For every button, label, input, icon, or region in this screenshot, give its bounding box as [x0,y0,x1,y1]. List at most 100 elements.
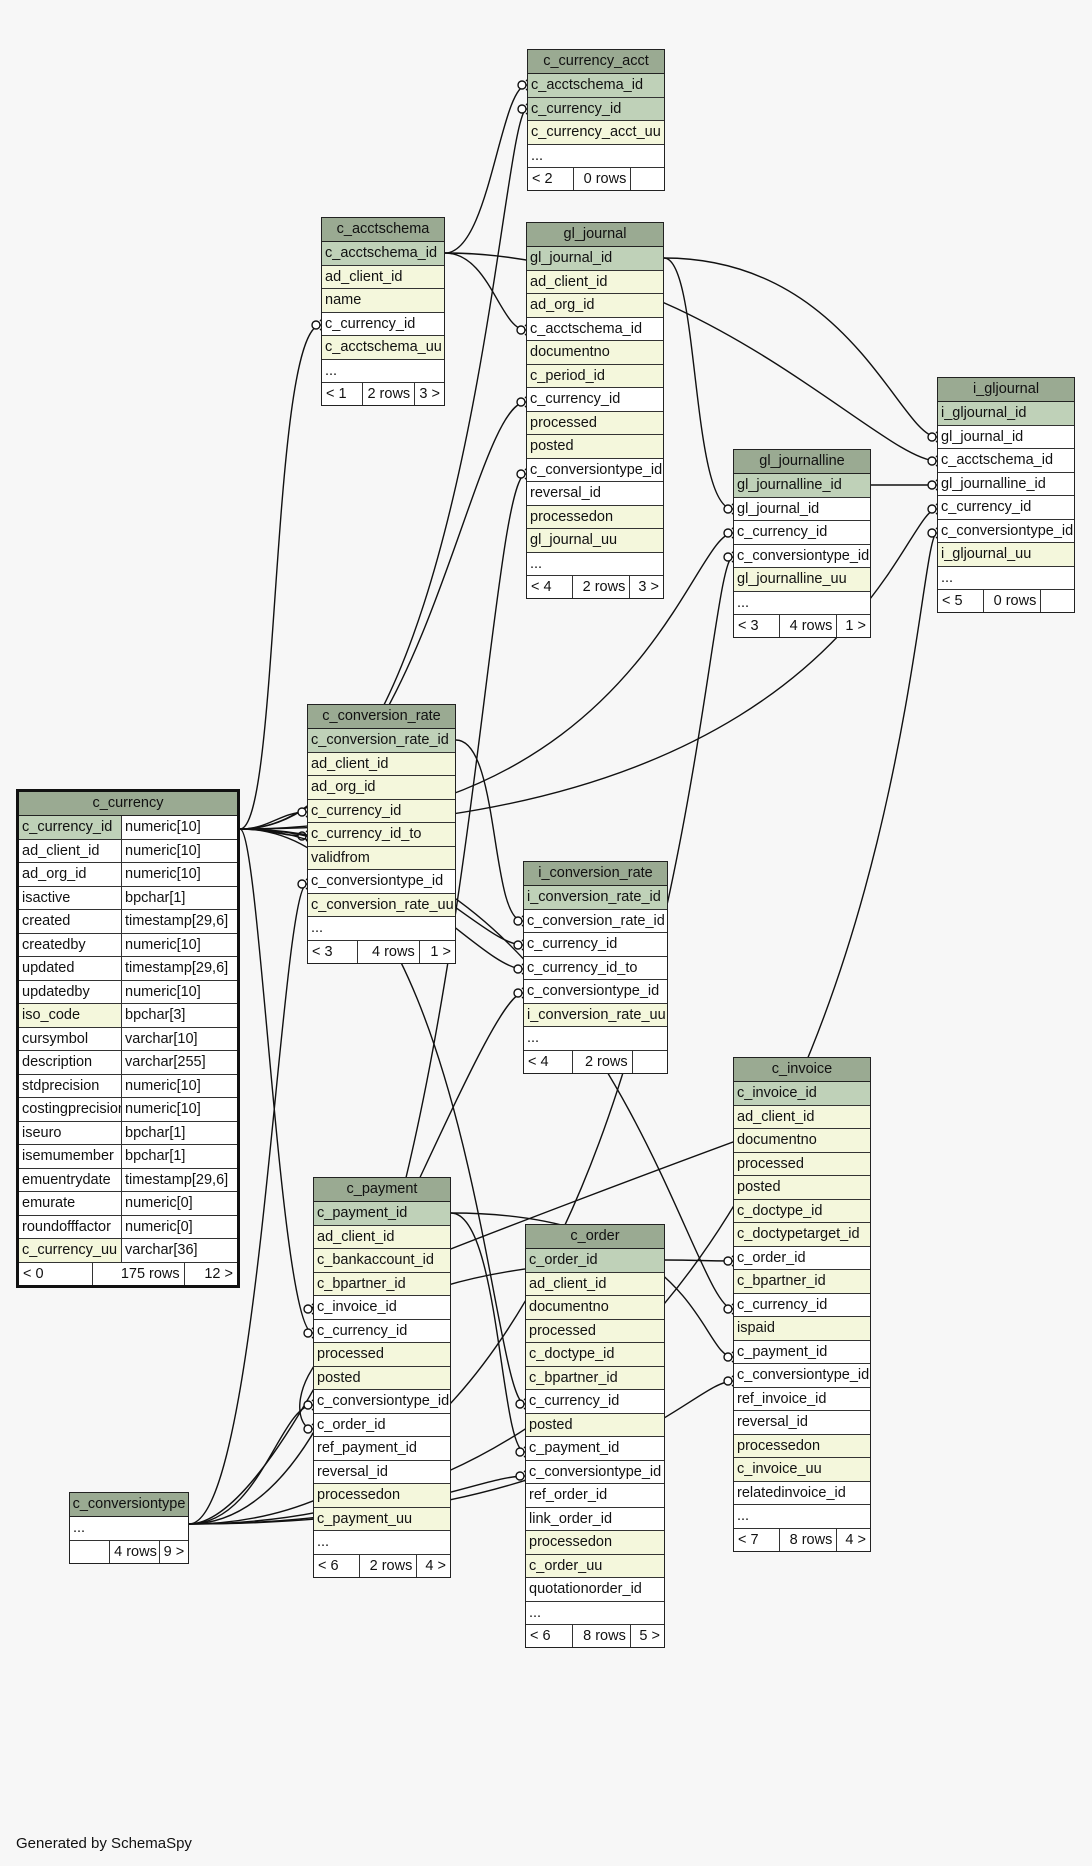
column-name: reversal_id [530,485,601,501]
row-count[interactable]: 8 rows [573,1625,631,1647]
parents-count[interactable]: < 0 [19,1262,94,1285]
children-count[interactable] [631,168,664,190]
parents-count[interactable]: < 2 [528,168,575,190]
row-count[interactable]: 2 rows [573,576,631,598]
column-name: ... [530,555,543,572]
column-c-invoice-id: c_invoice_id [734,1082,870,1106]
column-name: c_currency_id [311,802,402,819]
column-name: c_order_id [737,1249,806,1266]
column-type: varchar[36] [121,1239,237,1262]
parents-count[interactable]: < 1 [322,383,364,405]
column-type: numeric[0] [121,1192,237,1215]
table-title: c_invoice [734,1058,870,1082]
column-c-conversiontype-id: c_conversiontype_id [308,870,455,894]
parents-count[interactable]: < 3 [308,940,358,963]
parents-count[interactable] [70,1540,111,1563]
relationship-line [239,324,322,830]
column-name: c_currency_id [737,1296,828,1313]
parents-count[interactable]: < 7 [734,1528,781,1551]
children-count[interactable]: 3 > [419,386,440,402]
children-count[interactable]: 3 > [638,579,659,595]
column-name: link_order_id [529,1510,613,1527]
row-count[interactable]: 0 rows [984,590,1042,612]
children-count[interactable]: 4 > [425,1557,446,1574]
column-c-doctype-id: c_doctype_id [734,1199,870,1223]
row-count[interactable]: 2 rows [360,1554,418,1577]
column-ref-payment-id: ref_payment_id [314,1437,450,1461]
parents-count[interactable]: < 6 [526,1625,573,1647]
row-count[interactable]: 0 rows [574,168,632,190]
column-name: c_conversiontype_id [311,873,444,889]
column-c-doctypetarget-id: c_doctypetarget_id [734,1223,870,1247]
column-name: c_order_id [317,1416,386,1433]
column-name: c_conversiontype_id [737,1367,870,1383]
column-validfrom: validfrom [308,846,455,870]
column-c-currency-id: c_currency_id [526,1390,664,1414]
row-count[interactable]: 2 rows [363,383,415,405]
children-count[interactable] [1041,590,1074,612]
parents-count[interactable]: < 4 [524,1050,573,1073]
column-c-currency-id: c_currency_id [524,933,667,957]
children-count[interactable]: 1 > [845,618,866,634]
column-ispaid: ispaid [734,1317,870,1341]
row-count[interactable]: 175 rows [93,1262,185,1285]
children-count[interactable] [633,1051,667,1073]
column-name: c_invoice_id [317,1299,397,1315]
children-count[interactable]: 4 > [845,1531,866,1548]
column-name: gl_journal_id [530,250,613,266]
generated-by-label: Generated by SchemaSpy [16,1835,192,1852]
column-gl-journal-id: gl_journal_id [938,425,1074,449]
column-c-payment-uu: c_payment_uu [314,1507,450,1531]
optional-marker [723,528,733,538]
optional-marker [723,1352,733,1362]
column-name: c_currency_acct_uu [531,124,661,140]
column-name: c_conversiontype_id [529,1463,662,1480]
column-name: ad_client_id [325,268,403,285]
column-c-conversion-rate-id: c_conversion_rate_id [524,909,667,933]
optional-marker [311,320,321,330]
parents-count[interactable]: < 5 [938,590,985,612]
children-count[interactable]: 1 > [430,943,451,960]
row-count[interactable]: 8 rows [780,1528,838,1551]
column-name: posted [530,438,574,454]
column-name: documentno [530,344,610,360]
row-count[interactable]: 4 rows [358,940,420,963]
column-name: ad_client_id [22,842,100,859]
row-count[interactable]: 4 rows [110,1540,160,1563]
column-type: bpchar[1] [121,886,237,909]
column-c-conversion-rate-uu: c_conversion_rate_uu [308,893,455,917]
column-relatedinvoice-id: relatedinvoice_id [734,1481,870,1505]
children-count[interactable]: 5 > [639,1628,660,1644]
column-name: ad_org_id [530,297,595,313]
optional-marker [723,504,733,514]
parents-count[interactable]: < 4 [527,576,574,598]
column-c-currency-acct-uu: c_currency_acct_uu [528,121,664,145]
children-count[interactable]: 12 > [204,1265,233,1282]
parents-count[interactable]: < 3 [734,615,781,637]
column-name: ad_client_id [317,1228,395,1245]
children-count[interactable]: 9 > [163,1543,185,1560]
row-count[interactable]: 2 rows [573,1050,633,1073]
column-name: ... [737,594,750,611]
row-count[interactable]: 4 rows [780,615,838,637]
parents-count[interactable]: < 6 [314,1554,361,1577]
column-reversal-id: reversal_id [314,1460,450,1484]
column-type: numeric[10] [121,863,237,886]
column-type: timestamp[29,6] [121,1168,237,1191]
